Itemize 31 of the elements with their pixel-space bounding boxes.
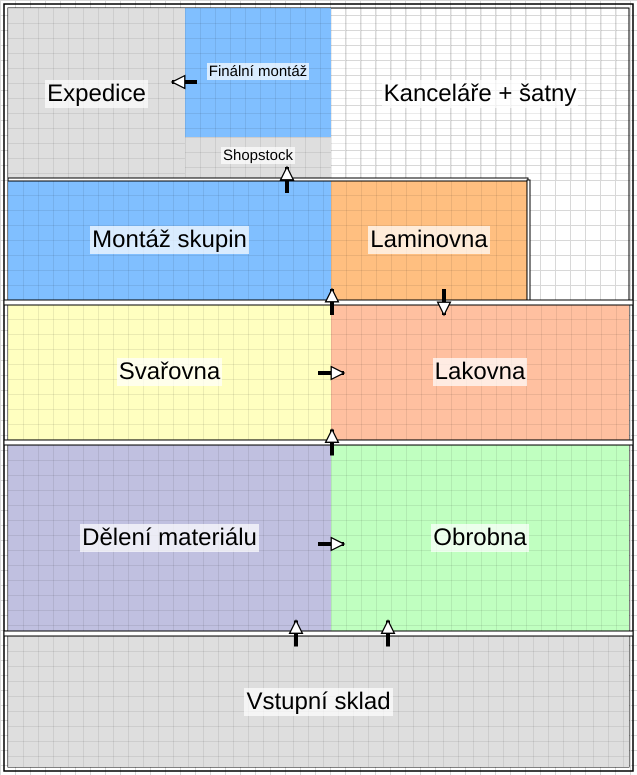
room-label: Finální montáž <box>206 63 310 80</box>
assembly-area <box>185 8 331 137</box>
flow-arrow <box>280 166 294 193</box>
room-label: Obrobna <box>431 524 529 552</box>
room-label: Montáž skupin <box>90 226 249 254</box>
room-label: Expedice <box>45 80 148 108</box>
lamination-area <box>331 180 527 300</box>
room-label: Kanceláře + šatny <box>382 80 578 108</box>
flow-arrow <box>380 620 396 646</box>
assembly-area <box>8 180 331 300</box>
flow-arrow <box>324 428 340 456</box>
flow-arrow <box>171 74 197 90</box>
welding-area <box>8 304 331 440</box>
room-label: Lakovna <box>432 358 528 386</box>
warehouse-area <box>8 636 629 767</box>
stock-area <box>185 137 331 180</box>
machining-area <box>331 445 629 631</box>
room-label: Svařovna <box>116 358 222 386</box>
flow-arrow <box>324 288 340 315</box>
room-label: Vstupní sklad <box>244 688 393 716</box>
flow-arrow <box>318 536 345 552</box>
flow-arrow <box>318 366 345 380</box>
room-label: Dělení materiálu <box>80 524 259 552</box>
paint-area <box>331 304 629 440</box>
flow-arrow <box>436 289 452 316</box>
flow-arrow <box>288 620 304 646</box>
shipping-area <box>8 8 185 180</box>
office-area <box>331 8 629 180</box>
room-label: Shopstock <box>220 147 296 164</box>
room-label: Laminovna <box>368 226 490 254</box>
cutting-area <box>8 445 331 631</box>
